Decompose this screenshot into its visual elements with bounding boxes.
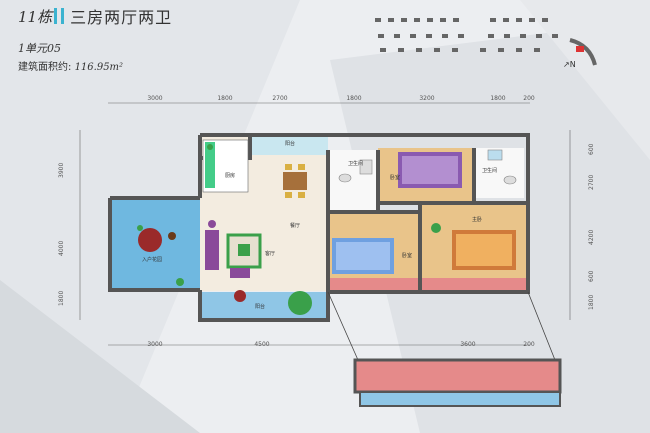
room-kitchen: 厨房 [225,173,236,179]
title-divider-2 [61,8,65,24]
dim-top-5: 3200 [419,95,435,102]
north-arrow-icon: ↗N [563,60,576,69]
layout-title: 三房两厅两卫 [70,8,173,27]
area-label: 建筑面积约: [18,62,72,73]
dim-top-4: 1800 [346,95,362,102]
window-strip [328,278,528,290]
dim-bottom-2: 4500 [254,341,270,348]
unit-number: 1单元05 [18,42,61,55]
room-bedroom1: 卧室 [402,253,413,259]
dim-top-7: 200 [523,95,535,102]
dim-top-3: 2700 [272,95,288,102]
room-balcony: 阳台 [255,304,266,310]
area-value: 116.95m² [74,62,124,73]
dim-top-6: 1800 [490,95,506,102]
north-label: N [569,60,576,69]
dim-bottom-1: 3000 [147,341,163,348]
room-bedroom2: 卧室 [390,175,401,181]
room-living: 客厅 [265,251,276,257]
dim-bottom-4: 200 [523,341,535,348]
top-balcony-floor [250,135,328,155]
dim-top-2: 1800 [217,95,233,102]
dim-bottom-3: 3600 [460,341,476,348]
site-key-map [375,18,597,66]
room-master: 主卧 [472,217,483,223]
building-number: 11栋 [18,7,53,26]
room-bath2: 卫生间 [482,168,498,174]
header: 11栋 三房两厅两卫 1单元05 建筑面积约: 116.95m² [18,6,173,74]
room-bath1: 卫生间 [348,161,364,167]
dim-top-1: 3000 [147,95,163,102]
room-dining: 餐厅 [290,223,301,229]
room-balcony-top: 阳台 [285,141,296,147]
area-line: 建筑面积约: 116.95m² [18,58,172,73]
room-entrance-garden: 入户花园 [142,257,163,263]
title-divider [54,8,58,24]
